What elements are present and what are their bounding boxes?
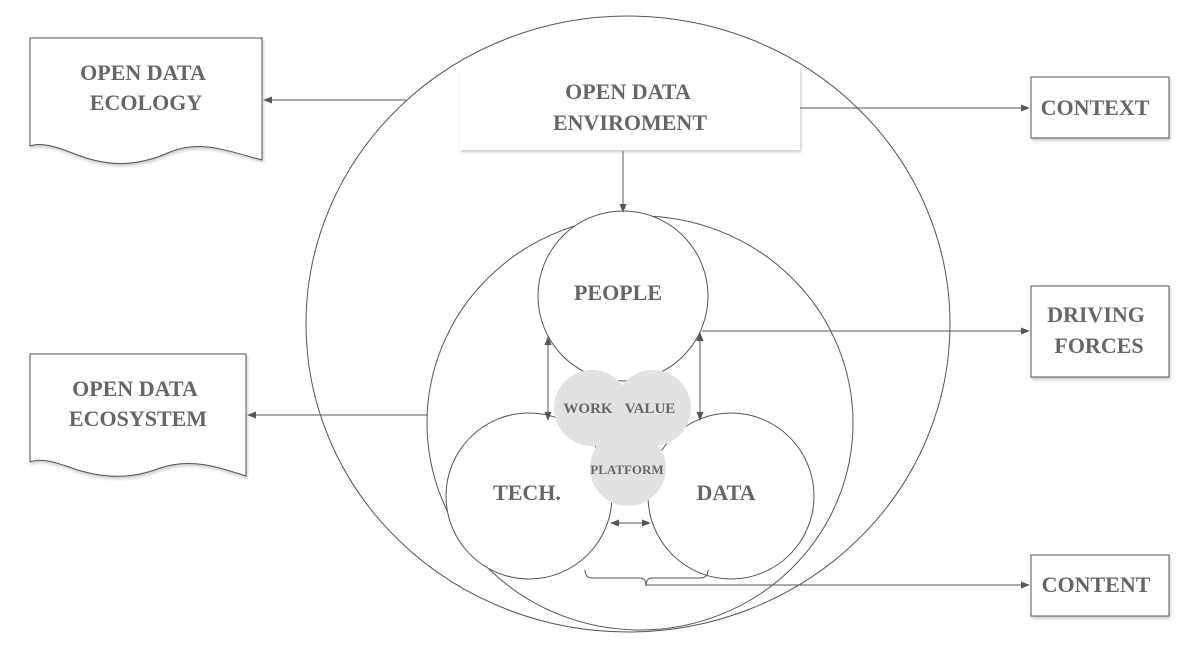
content-brace bbox=[584, 569, 709, 587]
context-box bbox=[1030, 76, 1170, 139]
environment-label-line1: OPEN DATA bbox=[565, 79, 691, 104]
platform-circle bbox=[590, 430, 666, 506]
work-circle bbox=[554, 370, 630, 446]
environment-box bbox=[460, 68, 800, 150]
ecology-document-shape bbox=[29, 37, 263, 164]
ecosystem-label-line1: OPEN DATA bbox=[72, 376, 198, 401]
people-label: PEOPLE bbox=[574, 280, 662, 305]
ecosystem-label-line2: ECOSYSTEM bbox=[69, 406, 207, 431]
driving-forces-label-line1: DRIVING bbox=[1047, 302, 1145, 327]
platform-label: PLATFORM bbox=[590, 462, 663, 477]
ecology-label-line1: OPEN DATA bbox=[80, 60, 206, 85]
driving-forces-box bbox=[1030, 285, 1170, 378]
driving-forces-label-line2: FORCES bbox=[1054, 333, 1143, 358]
value-label: VALUE bbox=[625, 401, 676, 417]
ecosystem-document-shape bbox=[29, 353, 247, 477]
content-box bbox=[1030, 554, 1170, 617]
environment-label-line2: ENVIROMENT bbox=[553, 110, 707, 135]
content-label: CONTENT bbox=[1042, 572, 1151, 597]
data-label: DATA bbox=[696, 480, 755, 505]
context-label: CONTEXT bbox=[1041, 95, 1150, 120]
work-label: WORK bbox=[563, 401, 613, 417]
tech-label: TECH. bbox=[493, 480, 561, 505]
ecology-label-line2: ECOLOGY bbox=[90, 90, 203, 115]
value-circle bbox=[615, 370, 691, 446]
